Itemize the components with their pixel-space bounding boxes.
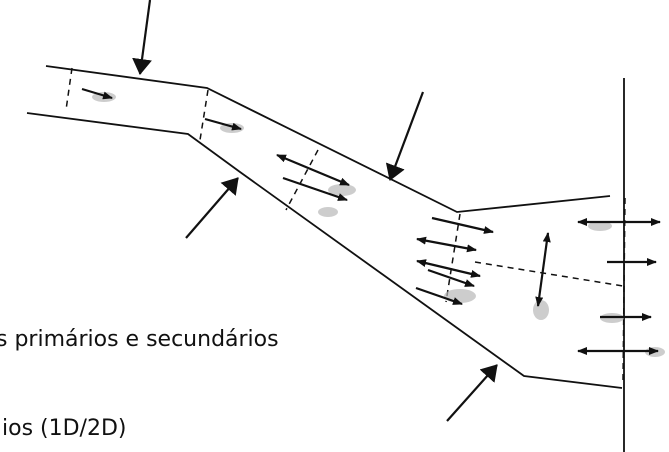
arrow-right-icon (81, 87, 113, 100)
arrow-right-icon (415, 286, 463, 306)
double-headed-arrow-icon (276, 153, 350, 187)
caption-line-1: s primários e secundários (0, 327, 279, 352)
double-headed-arrow-icon (416, 259, 481, 278)
double-headed-arrow-icon (535, 232, 551, 307)
flow-arrows (81, 87, 661, 355)
haze-5 (444, 289, 476, 303)
arrow-right-icon (427, 268, 475, 288)
cross-section-2 (199, 89, 209, 141)
double-headed-arrow-icon (416, 236, 477, 253)
caption-line-2: ios (1D/2D) (2, 416, 127, 441)
lower-bank (26, 112, 623, 389)
inward-pointer-arrow-icon (132, 0, 152, 75)
flow-haze (92, 92, 665, 357)
upper-bank (45, 65, 611, 213)
inward-pointer-arrow-icon (185, 177, 239, 239)
cross-section-1 (65, 67, 73, 111)
channel-banks (26, 65, 625, 452)
pointer-arrows (132, 0, 498, 422)
haze-3 (328, 184, 356, 196)
arrow-right-icon (431, 216, 494, 234)
cross-section-4 (445, 213, 461, 303)
cross-section-5 (474, 261, 624, 287)
inward-pointer-arrow-icon (385, 91, 425, 181)
haze-4 (318, 207, 338, 217)
cross-section-6 (622, 197, 626, 381)
inward-pointer-arrow-icon (446, 364, 498, 422)
arrow-right-icon (204, 117, 242, 131)
haze-6 (533, 300, 549, 320)
arrow-right-icon (282, 176, 348, 202)
